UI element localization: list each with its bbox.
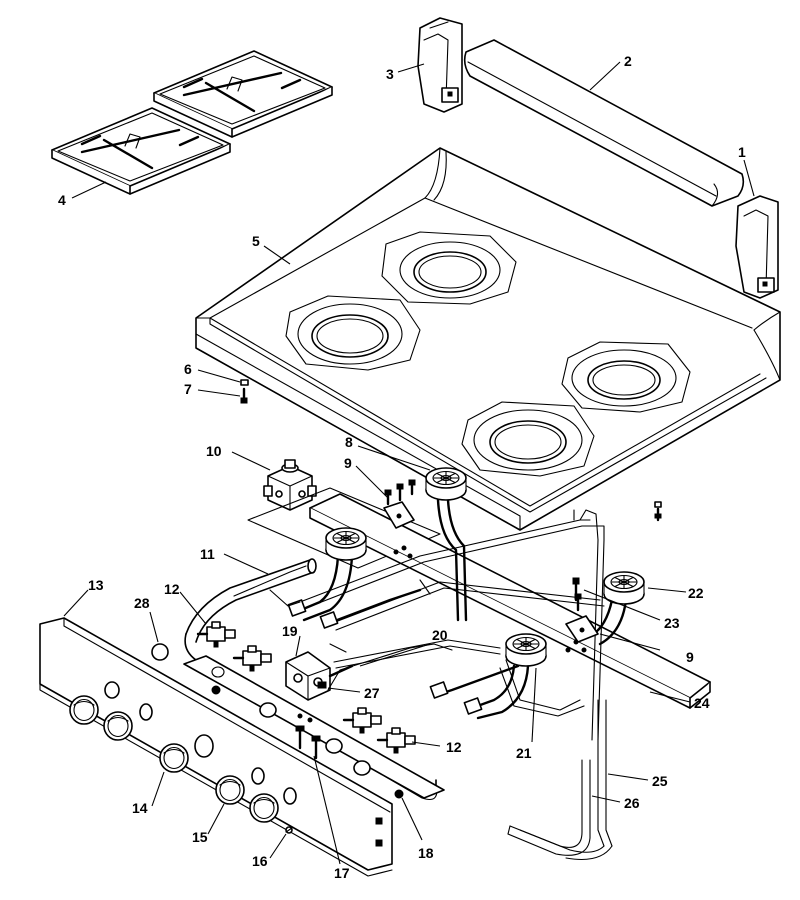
callout-17: 17 <box>334 865 350 881</box>
callout-11: 11 <box>200 546 215 562</box>
control-knob-4 <box>215 775 245 805</box>
burner-support-bar <box>309 493 711 709</box>
top-screw-left <box>240 379 249 404</box>
callout-20: 20 <box>432 627 448 643</box>
callout-12-left: 12 <box>164 581 180 597</box>
end-cap-right <box>735 195 779 299</box>
callout-18: 18 <box>418 845 434 861</box>
burner-valve-3 <box>342 706 383 735</box>
burner-rear-left <box>425 467 468 622</box>
panel-screw-16 <box>285 826 293 834</box>
backguard-trim <box>463 39 745 207</box>
callout-10: 10 <box>206 443 222 459</box>
cooktop-opening-front-right <box>461 401 595 477</box>
callout-7: 7 <box>184 381 192 397</box>
end-cap-left <box>417 17 463 113</box>
callout-1: 1 <box>738 144 746 160</box>
burner-orifice-tubes <box>319 588 422 629</box>
main-top <box>195 147 781 531</box>
callout-14: 14 <box>132 800 148 816</box>
callout-2: 2 <box>624 53 632 69</box>
callout-25: 25 <box>652 773 668 789</box>
callout-24: 24 <box>694 695 710 711</box>
oven-gas-tubes <box>507 509 613 861</box>
valve-mount-screw <box>211 685 221 695</box>
callout-21: 21 <box>516 745 532 761</box>
panel-screw-18 <box>394 789 404 799</box>
callout-9-left: 9 <box>344 455 352 471</box>
oven-thermostat-capillary <box>327 643 453 691</box>
burner-front-right <box>429 633 547 720</box>
burner-valve-4 <box>376 726 417 755</box>
callout-26: 26 <box>624 795 640 811</box>
control-knob-5 <box>249 793 279 823</box>
callout-3: 3 <box>386 66 394 82</box>
top-screw-right <box>654 501 662 522</box>
pressure-regulator <box>263 459 317 511</box>
callout-15: 15 <box>192 829 208 845</box>
callout-9-right: 9 <box>686 649 694 665</box>
manifold-rail <box>183 655 445 799</box>
callout-leaders <box>63 61 755 865</box>
cooktop-opening-front-left <box>285 295 421 371</box>
callout-19: 19 <box>282 623 298 639</box>
callout-27: 27 <box>364 685 380 701</box>
control-knob-2 <box>103 711 133 741</box>
control-panel <box>39 617 393 877</box>
callout-8: 8 <box>345 434 353 450</box>
callout-4: 4 <box>58 192 66 208</box>
callout-13: 13 <box>88 577 104 593</box>
gas-supply-tubes <box>299 509 605 741</box>
control-knob-3 <box>159 743 189 773</box>
valve-screw <box>317 681 327 689</box>
callout-labels: 1 2 3 4 5 6 7 8 9 9 10 11 12 12 13 14 15… <box>58 53 746 881</box>
burner-bracket-right <box>565 577 599 643</box>
callout-6: 6 <box>184 361 192 377</box>
panel-screw-17 <box>295 725 321 760</box>
oven-safety-valve <box>285 651 354 701</box>
burner-bracket-left <box>383 479 416 529</box>
burner-support-plate <box>247 487 441 569</box>
callout-5: 5 <box>252 233 260 249</box>
callout-28: 28 <box>134 595 150 611</box>
callout-22: 22 <box>688 585 704 601</box>
control-knob-1 <box>69 695 99 725</box>
burner-front-left <box>287 527 367 622</box>
callout-23: 23 <box>664 615 680 631</box>
knob-bezels <box>104 643 297 805</box>
callout-12-right: 12 <box>446 739 462 755</box>
callout-16: 16 <box>252 853 268 869</box>
cooktop-opening-rear-right <box>561 341 691 413</box>
cooktop-opening-rear-left <box>381 231 517 305</box>
